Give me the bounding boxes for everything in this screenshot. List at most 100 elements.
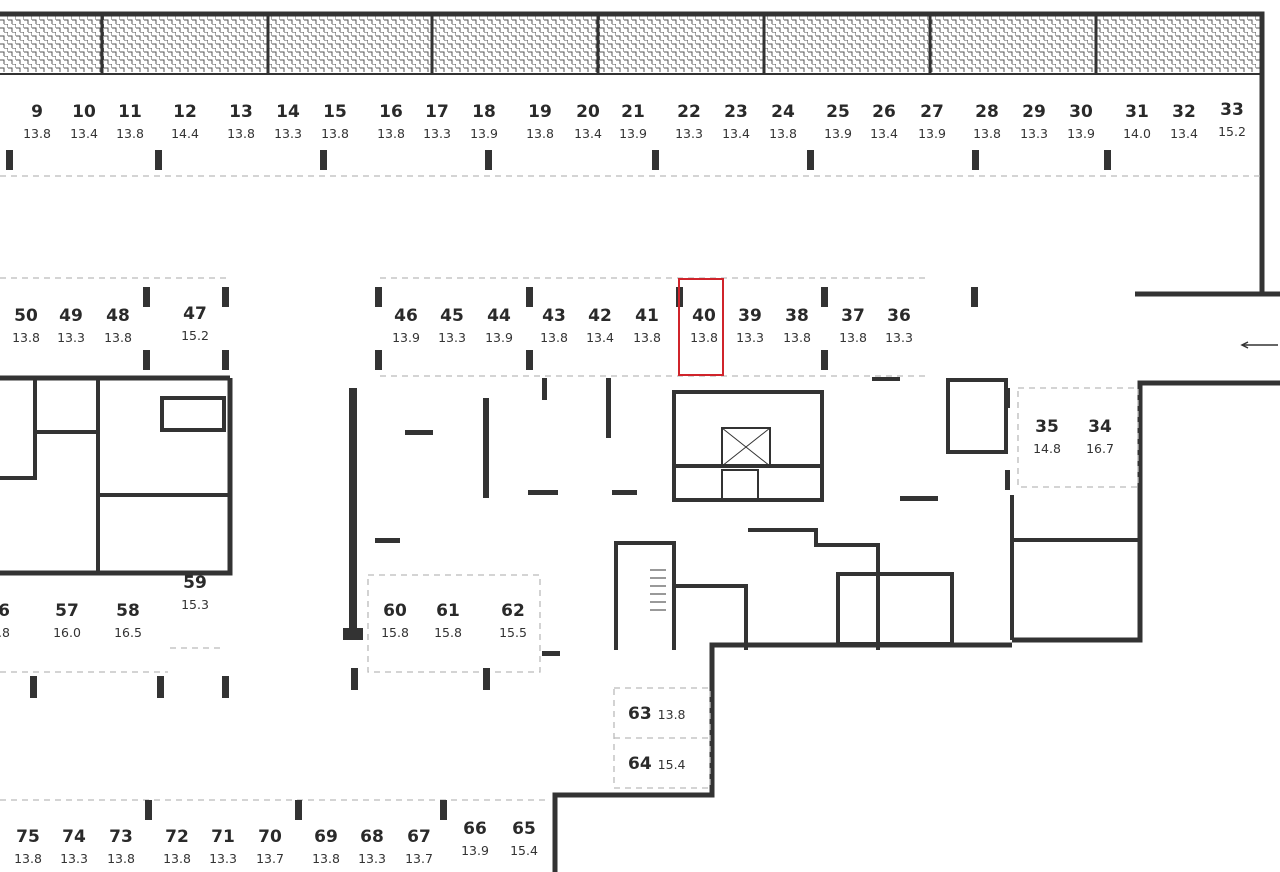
spot-area: 13.8 bbox=[116, 126, 144, 141]
spot-number: 11 bbox=[118, 102, 142, 122]
spot-number: 46 bbox=[394, 306, 418, 326]
spot-area: 13.8 bbox=[973, 126, 1001, 141]
spot-area: 15.3 bbox=[181, 597, 209, 612]
hatched-zone bbox=[0, 14, 1262, 75]
spot-number: 27 bbox=[920, 102, 944, 122]
spot-area: 15.8 bbox=[381, 625, 409, 640]
spot-number: 17 bbox=[425, 102, 449, 122]
spot-area: 13.3 bbox=[358, 851, 386, 866]
spot-number: 65 bbox=[512, 819, 536, 839]
spot-number: 31 bbox=[1125, 102, 1149, 122]
parking-spot-28[interactable]: 28 13.8 bbox=[964, 102, 1010, 142]
spot-area: 13.9 bbox=[470, 126, 498, 141]
parking-spot-14[interactable]: 14 13.3 bbox=[265, 102, 311, 142]
spot-area: 13.3 bbox=[57, 330, 85, 345]
spot-area: 13.3 bbox=[60, 851, 88, 866]
spot-area: 15.8 bbox=[434, 625, 462, 640]
spot-area: 16.7 bbox=[1086, 441, 1114, 456]
spot-lines bbox=[0, 175, 1262, 801]
parking-spot-6[interactable]: 6.8 bbox=[0, 601, 27, 641]
spot-number: 32 bbox=[1172, 102, 1196, 122]
spot-area: 16.0 bbox=[53, 625, 81, 640]
spot-area: 13.7 bbox=[256, 851, 284, 866]
spot-number: 40 bbox=[692, 306, 716, 326]
spot-number: 63 bbox=[628, 704, 652, 724]
spot-area: 13.7 bbox=[405, 851, 433, 866]
parking-spot-11[interactable]: 11 13.8 bbox=[107, 102, 153, 142]
spot-area: 13.8 bbox=[633, 330, 661, 345]
spot-number: 28 bbox=[975, 102, 999, 122]
spot-area: 13.3 bbox=[274, 126, 302, 141]
spot-number: 67 bbox=[407, 827, 431, 847]
spot-area: 15.2 bbox=[1218, 124, 1246, 139]
spot-number: 14 bbox=[276, 102, 300, 122]
spot-area: 13.8 bbox=[839, 330, 867, 345]
spot-area: 13.3 bbox=[885, 330, 913, 345]
entry-arrow-icon bbox=[1240, 341, 1278, 349]
spot-number: 69 bbox=[314, 827, 338, 847]
parking-spot-67[interactable]: 67 13.7 bbox=[396, 827, 442, 867]
spot-number: 29 bbox=[1022, 102, 1046, 122]
spot-area: 13.9 bbox=[485, 330, 513, 345]
spot-number: 23 bbox=[724, 102, 748, 122]
